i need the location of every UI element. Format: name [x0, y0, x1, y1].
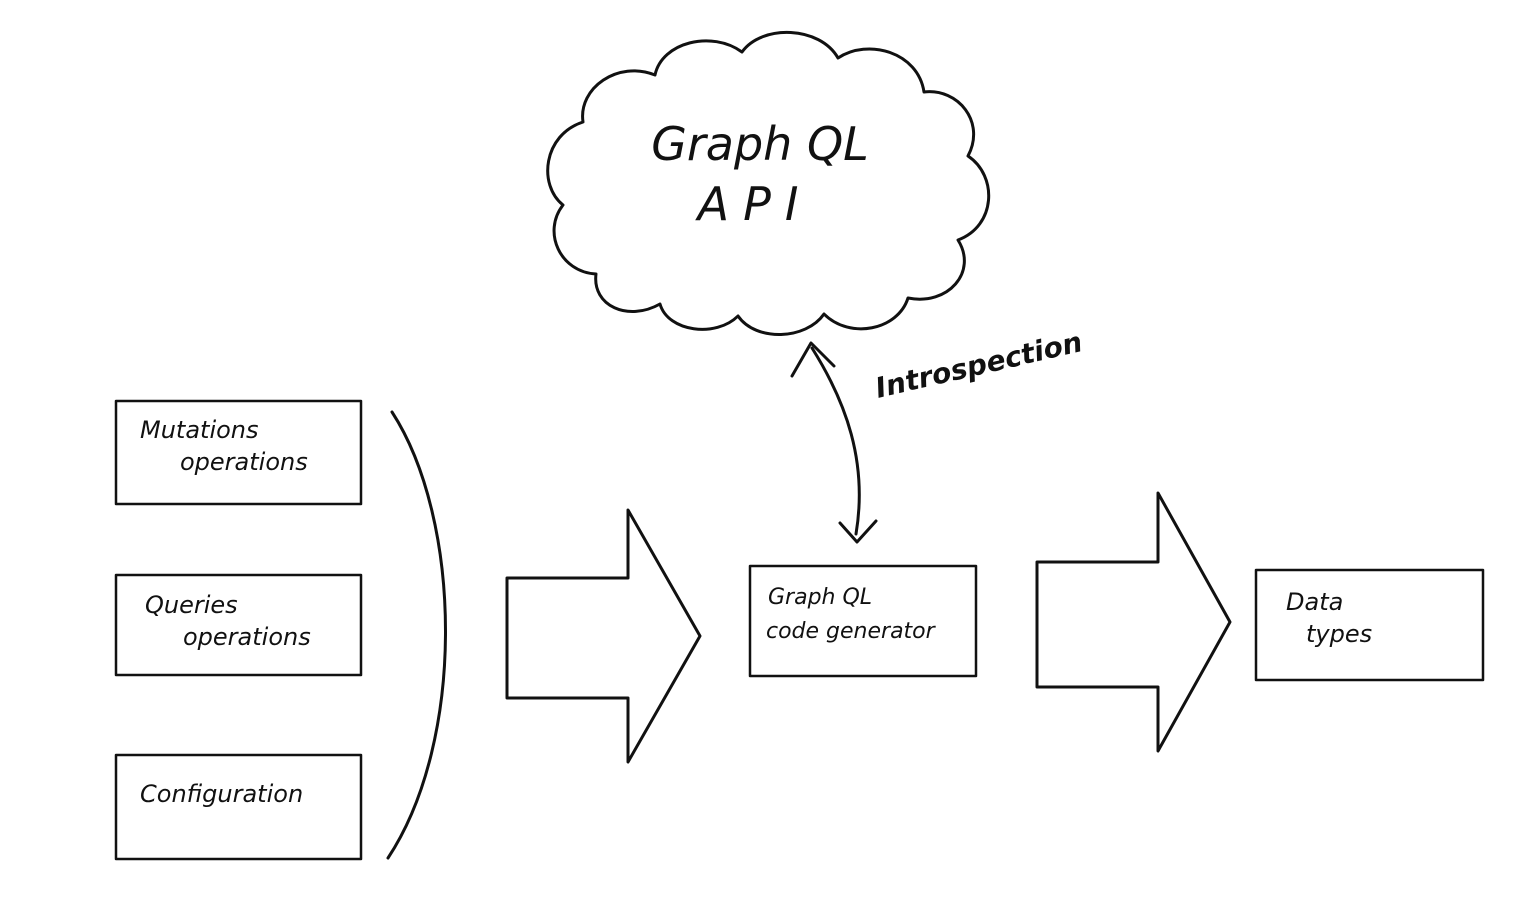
introspection-arrowhead-top — [790, 341, 836, 378]
cloud-label-line1: Graph QL — [651, 117, 869, 171]
mutations-label-line2: operations — [180, 448, 308, 476]
generator-box-shape — [748, 564, 978, 678]
mutations-label-line1: Mutations — [140, 416, 259, 444]
box-queries-operations: Queries operations — [114, 573, 363, 677]
datatypes-label-line1: Data — [1286, 588, 1343, 616]
grouping-arc — [386, 410, 447, 860]
box-data-types: Data types — [1254, 568, 1485, 682]
box-mutations-operations: Mutations operations — [114, 399, 363, 506]
generator-label-line2: code generator — [766, 619, 937, 644]
mutations-box-shape — [114, 399, 363, 506]
introspection-label: Introspection — [872, 325, 1085, 405]
arrow-generator-to-datatypes — [1035, 491, 1232, 753]
datatypes-box-shape — [1254, 568, 1485, 682]
graphql-api-cloud: Graph QL API — [546, 31, 991, 336]
box-configuration: Configuration — [114, 753, 363, 861]
introspection-arrow-curve — [810, 346, 861, 536]
arrow-sources-to-generator — [505, 508, 702, 764]
cloud-label-line2: API — [695, 177, 813, 231]
datatypes-label-line2: types — [1306, 620, 1372, 648]
configuration-label: Configuration — [140, 780, 303, 808]
box-graphql-code-generator: Graph QL code generator — [748, 564, 978, 678]
queries-box-shape — [114, 573, 363, 677]
queries-label-line2: operations — [183, 623, 311, 651]
cloud-shape — [546, 31, 991, 336]
generator-label-line1: Graph QL — [768, 585, 872, 610]
introspection-arrow: Introspection — [790, 325, 1085, 544]
queries-label-line1: Queries — [145, 591, 238, 619]
introspection-arrowhead-bottom — [838, 519, 878, 544]
configuration-box-shape — [114, 753, 363, 861]
